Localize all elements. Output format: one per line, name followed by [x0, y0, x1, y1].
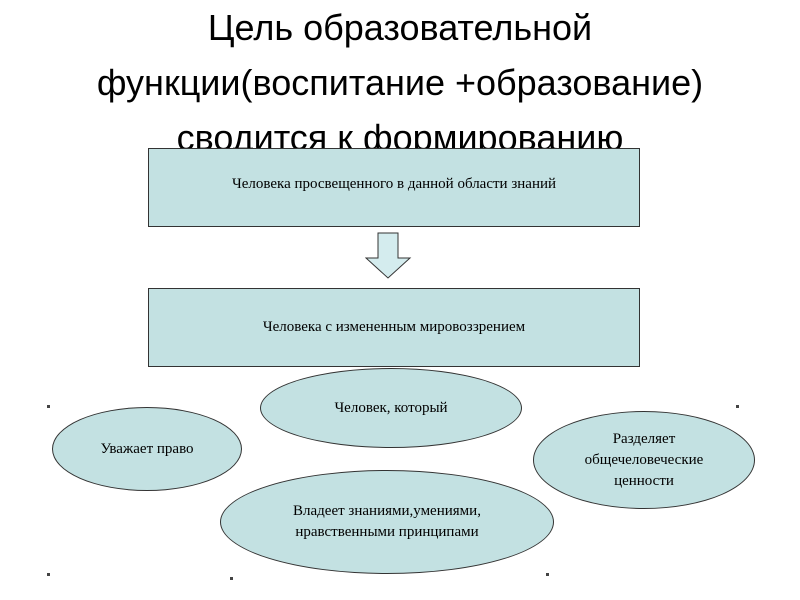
slide-title: Цель образовательной функции(воспитание … [0, 0, 800, 158]
middle-box-text: Человека с измененным мировоззрением [262, 319, 526, 335]
right-ellipse: Разделяет общечеловеческие ценности [533, 411, 755, 509]
left-ellipse: Уважает право [52, 407, 242, 491]
middle-box: Человека с измененным мировоззрением [148, 288, 640, 367]
corner-dot [47, 573, 50, 576]
corner-dot [736, 405, 739, 408]
right-ellipse-line-1: Разделяет [612, 430, 676, 447]
right-ellipse-line-3: ценности [614, 472, 674, 489]
top-box: Человека просвещенного в данной области … [148, 148, 640, 227]
corner-dot [47, 405, 50, 408]
title-line-2: функции(воспитание +образование) [96, 62, 704, 103]
bottom-ellipse: Владеет знаниями,умениями, нравственными… [220, 470, 554, 574]
center-ellipse-text: Человек, который [334, 399, 448, 416]
down-arrow-icon [365, 232, 412, 279]
left-ellipse-text: Уважает право [100, 440, 194, 457]
right-ellipse-line-2: общечеловеческие [584, 451, 704, 468]
bottom-ellipse-line-1: Владеет знаниями,умениями, [293, 503, 481, 519]
center-ellipse: Человек, который [260, 368, 522, 448]
corner-dot [230, 577, 233, 580]
top-box-text: Человека просвещенного в данной области … [231, 176, 557, 192]
title-line-1: Цель образовательной [207, 7, 593, 48]
bottom-ellipse-line-2: нравственными принципами [295, 524, 479, 540]
corner-dot [546, 573, 549, 576]
